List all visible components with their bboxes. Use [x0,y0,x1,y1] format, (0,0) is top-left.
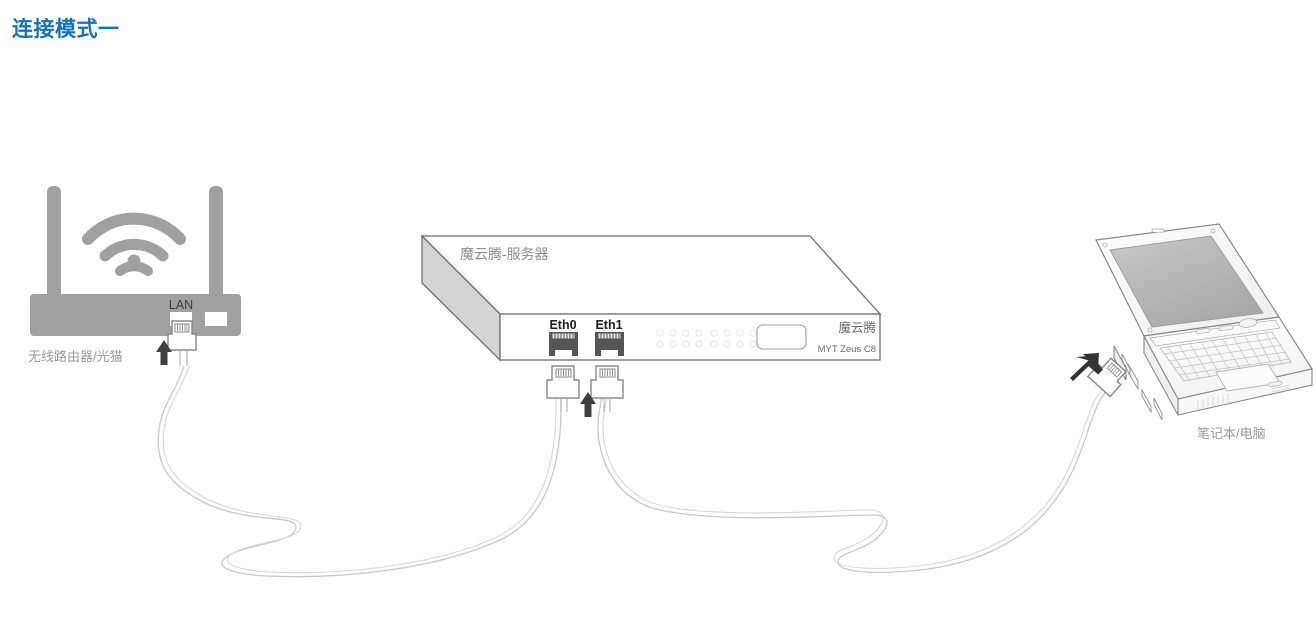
server-rj45-plug-eth1 [590,365,624,412]
arrow-router-lan-icon [156,340,172,365]
server-jack-eth1 [595,332,624,356]
laptop [1070,223,1313,421]
laptop-front-grille [1271,384,1291,393]
server-brand-label: 魔云腾 [838,320,876,335]
server-led-group-2 [710,329,757,348]
laptop-screen [1109,235,1264,328]
laptop-lid-screws [1102,228,1216,333]
server-model-label: MYT Zeus C8 [818,344,876,355]
server-display-panel [756,324,807,350]
server-rj45-plug-eth0 [546,365,580,412]
laptop-hinge-buttons [1195,318,1258,335]
router-rj45-plug [167,320,197,366]
router-antenna-left [47,186,61,304]
router-device-label: 无线路由器/光猫 [28,349,123,364]
laptop-side-ports [1121,353,1163,421]
server-port-label-eth1: Eth1 [595,318,622,332]
arrow-server-eth-icon [580,392,596,417]
router-antenna-right [209,186,223,304]
laptop-keyboard [1159,331,1292,382]
wireless-router: LAN [30,186,241,366]
server-jack-eth0 [549,332,578,356]
cable-router-to-eth0 [157,365,562,578]
cable-router-to-eth0-inner [162,365,557,574]
laptop-trackpad-button [1267,380,1283,388]
cable-eth1-to-laptop [597,367,1109,574]
router-lan-label: LAN [169,298,193,312]
laptop-webcam-icon [1151,228,1165,233]
myt-server: 魔云腾-服务器 Eth0 Eth1 [420,234,882,417]
server-port-label-eth0: Eth0 [549,318,576,332]
wifi-icon [82,212,186,276]
laptop-front-vents [1197,394,1229,410]
router-port-2 [205,312,227,326]
laptop-base-left-face [1143,335,1179,416]
laptop-device-label: 笔记本/电脑 [1197,426,1266,441]
server-led-group-1 [656,329,703,348]
page-title: 连接模式一 [12,18,120,41]
server-top-label: 魔云腾-服务器 [460,246,549,262]
arrow-laptop-lan-shaft [1070,353,1099,381]
cable-eth1-to-laptop-inner [602,367,1105,569]
